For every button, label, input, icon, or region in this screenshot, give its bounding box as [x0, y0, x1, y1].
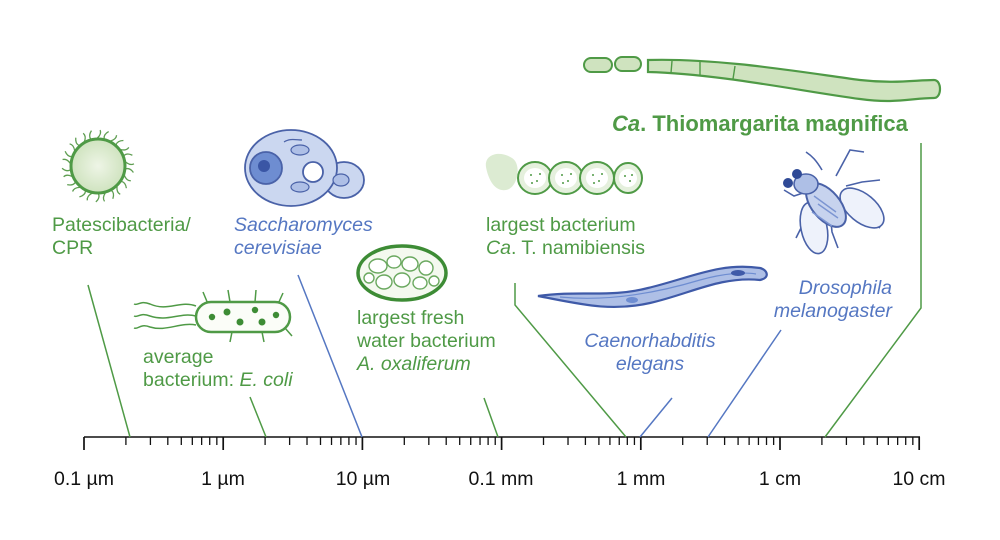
cell-hair — [95, 193, 100, 203]
ecoli-line2-prefix: bacterium: — [143, 369, 240, 391]
cell-hair — [115, 139, 124, 145]
cell-hair — [79, 190, 87, 198]
magnifica-name: . Thiomargarita magnifica — [640, 111, 908, 136]
cell-hair — [71, 186, 80, 192]
label-namibiensis: largest bacterium Ca. T. namibiensis — [486, 214, 645, 260]
cell-hair — [121, 180, 128, 189]
tick-label-2: 10 µm — [335, 468, 391, 490]
cell-hair — [103, 131, 109, 139]
saccharomyces-line1: Saccharomyces — [234, 214, 373, 236]
label-oxaliferum: largest fresh water bacterium A. oxalife… — [357, 307, 496, 376]
cell-hair — [110, 135, 118, 142]
pointer-patescibacteria — [87, 284, 131, 438]
oxaliferum-line2: water bacterium — [357, 330, 496, 352]
saccharomyces-line2: cerevisiae — [234, 237, 322, 259]
elegans-line2: elegans — [615, 353, 685, 375]
tick-label-4: 1 mm — [616, 468, 666, 490]
tick-label-3: 0.1 mm — [468, 468, 534, 490]
tick-label-6: 10 cm — [892, 468, 946, 490]
drosophila-illustration — [783, 149, 885, 255]
cell-hair — [123, 175, 131, 182]
namibiensis-name: . T. namibiensis — [510, 237, 645, 259]
patescibacteria-line1: Patescibacteria/ — [52, 214, 191, 236]
patescibacteria-illustration — [61, 129, 135, 203]
cell-hair — [86, 192, 93, 201]
cell-hair — [89, 130, 93, 140]
yeast-illustration — [244, 129, 365, 207]
pointer-drosophila — [707, 329, 782, 438]
axis-ticks — [83, 437, 921, 450]
drosophila-line1: Drosophila — [798, 277, 892, 299]
cell-hair — [82, 132, 86, 142]
cell-hair — [75, 137, 80, 147]
drosophila-line2: melanogaster — [773, 300, 892, 322]
namibiensis-ca: Ca — [486, 237, 511, 259]
cell-hair — [120, 146, 130, 151]
ecoli-illustration — [133, 289, 293, 343]
log-axis — [83, 436, 921, 450]
ecoli-species: E. coli — [239, 369, 293, 391]
label-saccharomyces: Saccharomyces cerevisiae — [234, 214, 373, 260]
pointer-magnifica — [824, 143, 922, 438]
tick-label-5: 1 cm — [758, 468, 802, 490]
tick-label-1: 1 µm — [201, 468, 245, 490]
cell-hair — [69, 143, 76, 151]
label-elegans: Caenorhabditis elegans — [570, 330, 730, 376]
cell-hair — [64, 151, 72, 158]
oxaliferum-illustration — [356, 244, 448, 302]
cell-hair — [96, 129, 102, 139]
ecoli-line1: average — [143, 346, 214, 368]
namibiensis-line1: largest bacterium — [486, 214, 636, 236]
pointer-lines — [87, 143, 922, 438]
cell-hair — [102, 192, 106, 202]
pointer-namibiensis — [514, 283, 627, 438]
oxaliferum-line1: largest fresh — [357, 307, 465, 329]
pointer-elegans — [639, 397, 673, 438]
elegans-illustration — [537, 265, 768, 309]
cell-hair — [61, 167, 71, 172]
oxaliferum-line3: A. oxaliferum — [357, 353, 471, 375]
label-patescibacteria: Patescibacteria/ CPR — [52, 214, 191, 260]
pointer-saccharomyces — [297, 274, 363, 438]
elegans-line1: Caenorhabditis — [584, 330, 716, 352]
cell-hair — [125, 161, 135, 166]
label-drosophila: Drosophila melanogaster — [772, 277, 892, 323]
tick-label-0: 0.1 µm — [53, 468, 115, 490]
pointer-oxaliferum — [483, 397, 499, 438]
label-ecoli: average bacterium: E. coli — [143, 346, 293, 392]
cell-hair — [123, 153, 133, 157]
cell-hair — [116, 186, 121, 195]
label-magnifica: Ca. Thiomargarita magnifica — [612, 112, 908, 135]
magnifica-ca: Ca — [612, 111, 641, 136]
cell-hair — [67, 181, 76, 186]
cell-hair — [125, 167, 134, 173]
patescibacteria-line2: CPR — [52, 237, 94, 259]
cell-hair — [111, 190, 115, 200]
cell-hair — [63, 174, 73, 178]
cell-hair — [62, 158, 71, 164]
pointer-ecoli — [249, 396, 267, 438]
namibiensis-illustration — [485, 153, 643, 195]
magnifica-illustration — [583, 56, 942, 103]
